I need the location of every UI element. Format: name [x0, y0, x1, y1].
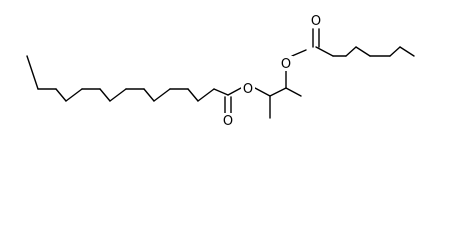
bond	[227, 87, 242, 96]
atom-carbonyl-oxygen-2: O	[309, 13, 323, 29]
atom-carbonyl-oxygen-1: O	[221, 113, 235, 129]
bond	[99, 88, 111, 102]
bond	[143, 88, 155, 102]
bond	[345, 46, 357, 57]
bond	[269, 87, 287, 97]
bond	[109, 88, 127, 102]
bond	[315, 46, 334, 57]
undecanoyl-chain	[26, 55, 229, 102]
carbonyl-oxygen-label: O	[311, 14, 321, 29]
bond	[26, 55, 39, 90]
atom-ester-oxygen-2: O	[279, 56, 293, 72]
ester-carbonyl-1	[224, 87, 242, 114]
bond	[55, 88, 67, 102]
bond	[399, 46, 415, 57]
bond	[355, 46, 371, 57]
ester-carbonyl-2	[291, 28, 334, 57]
bond	[197, 88, 215, 102]
bond	[254, 87, 271, 97]
skeletal-formula: O O O O	[26, 13, 415, 129]
ester-oxygen-label: O	[243, 82, 253, 97]
carbonyl-oxygen-label: O	[223, 114, 233, 129]
bond	[187, 88, 199, 102]
bond	[153, 88, 171, 102]
bond	[389, 46, 401, 57]
bond	[291, 49, 307, 57]
bond	[285, 87, 302, 97]
hexanoyl-chain	[332, 46, 415, 57]
bond	[213, 88, 229, 96]
ester-oxygen-label: O	[281, 57, 291, 72]
atom-ester-oxygen-1: O	[241, 81, 255, 97]
bond	[65, 88, 83, 102]
butanediyl-core	[254, 70, 302, 119]
